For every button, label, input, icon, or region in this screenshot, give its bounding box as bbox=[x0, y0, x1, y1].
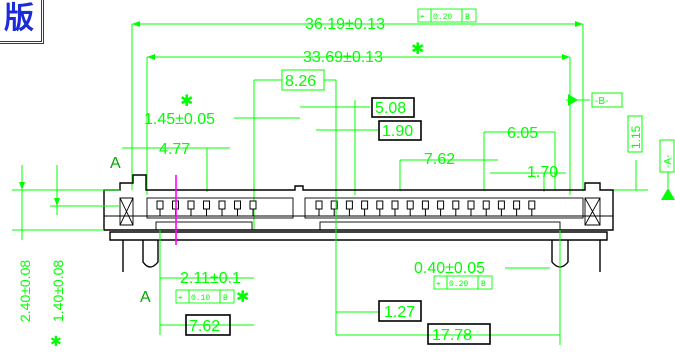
dim-211-text: 2.11±0.1 bbox=[180, 270, 241, 287]
dim-240: 2.40±0.08 bbox=[12, 165, 120, 322]
contact-pin bbox=[361, 200, 369, 210]
dim-140-text: 1.40±0.08 bbox=[50, 260, 66, 322]
dim-pitch-length: 33.69±0.13 ✱ bbox=[146, 41, 571, 195]
dim-477: 4.77 bbox=[122, 141, 230, 192]
dim-826-text: 8.26 bbox=[285, 73, 316, 90]
overall-length-text: 36.19±0.13 bbox=[305, 16, 385, 33]
dim-190-text: 1.90 bbox=[382, 123, 413, 140]
datum-b-tag: -B- bbox=[595, 96, 608, 107]
contact-pin bbox=[467, 200, 475, 210]
gdt-top-symbol: ⌖ bbox=[420, 13, 425, 22]
dim-040-text: 0.40±0.05 bbox=[414, 260, 485, 277]
star-marker-211: ✱ bbox=[236, 289, 249, 306]
gdt-frame-top: ⌖ 0.20 B bbox=[417, 8, 477, 23]
datum-a-right: -A- bbox=[659, 139, 675, 200]
gdt-right-datum: B bbox=[481, 280, 486, 289]
contact-pin bbox=[234, 200, 241, 210]
star-marker-top: ✱ bbox=[411, 41, 424, 58]
contact-pin bbox=[391, 200, 399, 210]
contact-pin bbox=[452, 200, 460, 210]
star-marker-140: ✱ bbox=[50, 333, 62, 349]
dim-826: 8.26 bbox=[253, 69, 337, 230]
dim-040: 0.40±0.05 ⌖ 0.20 B bbox=[414, 260, 550, 290]
dim-115: 1.15 bbox=[600, 115, 648, 191]
contact-pin bbox=[421, 200, 429, 210]
contact-pin bbox=[187, 200, 195, 210]
contact-pin bbox=[376, 200, 384, 210]
contact-pin bbox=[345, 200, 353, 210]
dim-145-text: 1.45±0.05 bbox=[144, 111, 215, 128]
gdt-frame-right: ⌖ 0.20 B bbox=[433, 275, 493, 290]
datum-b: -B- bbox=[566, 92, 623, 108]
contact-pin bbox=[528, 200, 536, 210]
contact-pin bbox=[203, 200, 210, 210]
dim-240-text: 2.40±0.08 bbox=[17, 260, 33, 322]
pitch-length-text: 33.69±0.13 bbox=[303, 49, 383, 66]
contact-pin bbox=[437, 200, 445, 210]
dim-1778-text: 17.78 bbox=[432, 327, 472, 344]
gdt-top-datum: B bbox=[465, 13, 470, 22]
gdt-right-value: 0.20 bbox=[449, 280, 468, 289]
dim-762-top-text: 7.62 bbox=[424, 151, 455, 168]
contact-pin bbox=[249, 200, 257, 210]
dim-170-text: 1.70 bbox=[527, 164, 558, 181]
dim-605-text: 6.05 bbox=[507, 125, 538, 142]
gdt-frame-left: ⌖ 0.10 B bbox=[175, 289, 235, 304]
dim-762-bottom-text: 7.62 bbox=[189, 318, 220, 335]
dim-170: 1.70 bbox=[490, 164, 566, 192]
title-block: 版 bbox=[0, 0, 44, 44]
dim-508: 5.08 bbox=[300, 97, 415, 118]
dim-211: 2.11±0.1 ✱ ⌖ 0.10 B bbox=[160, 270, 254, 306]
contact-row-right bbox=[315, 200, 536, 216]
dim-127-text: 1.27 bbox=[384, 304, 415, 321]
gdt-top-value: 0.20 bbox=[433, 13, 452, 22]
title-text: 版 bbox=[4, 1, 34, 36]
dim-115-text: 1.15 bbox=[629, 125, 643, 149]
dim-145: ✱ 1.45±0.05 bbox=[144, 93, 300, 128]
dim-190: 1.90 bbox=[316, 100, 422, 195]
datum-a-upper: A bbox=[110, 155, 121, 172]
contact-pin bbox=[482, 200, 490, 210]
contact-pin bbox=[315, 200, 323, 210]
gdt-right-symbol: ⌖ bbox=[436, 280, 441, 289]
dim-508-text: 5.08 bbox=[375, 100, 406, 117]
star-marker-145: ✱ bbox=[180, 93, 193, 110]
contact-pin bbox=[406, 200, 414, 210]
gdt-left-symbol: ⌖ bbox=[178, 294, 183, 303]
gdt-left-datum: B bbox=[223, 294, 228, 303]
dim-1778: 17.78 bbox=[336, 230, 561, 345]
datum-a-tag: -A- bbox=[663, 155, 674, 168]
contact-row-left bbox=[156, 200, 257, 216]
dim-127: 1.27 bbox=[335, 195, 422, 335]
dim-overall-length: 36.19±0.13 ⌖ 0.20 B bbox=[131, 8, 584, 190]
dim-762-top: 7.62 bbox=[399, 151, 498, 190]
dim-140: 1.40±0.08 ✱ bbox=[50, 165, 120, 349]
gdt-left-value: 0.10 bbox=[191, 294, 210, 303]
dim-477-text: 4.77 bbox=[159, 141, 190, 158]
contact-pin bbox=[156, 200, 164, 210]
contact-pin bbox=[497, 200, 505, 210]
dim-762-bottom: 7.62 bbox=[159, 230, 254, 336]
dim-605: 6.05 bbox=[483, 125, 556, 190]
connector-body bbox=[103, 174, 614, 272]
datum-a-lower: A bbox=[140, 289, 151, 306]
contact-pin bbox=[513, 200, 521, 210]
contact-pin bbox=[218, 200, 226, 210]
